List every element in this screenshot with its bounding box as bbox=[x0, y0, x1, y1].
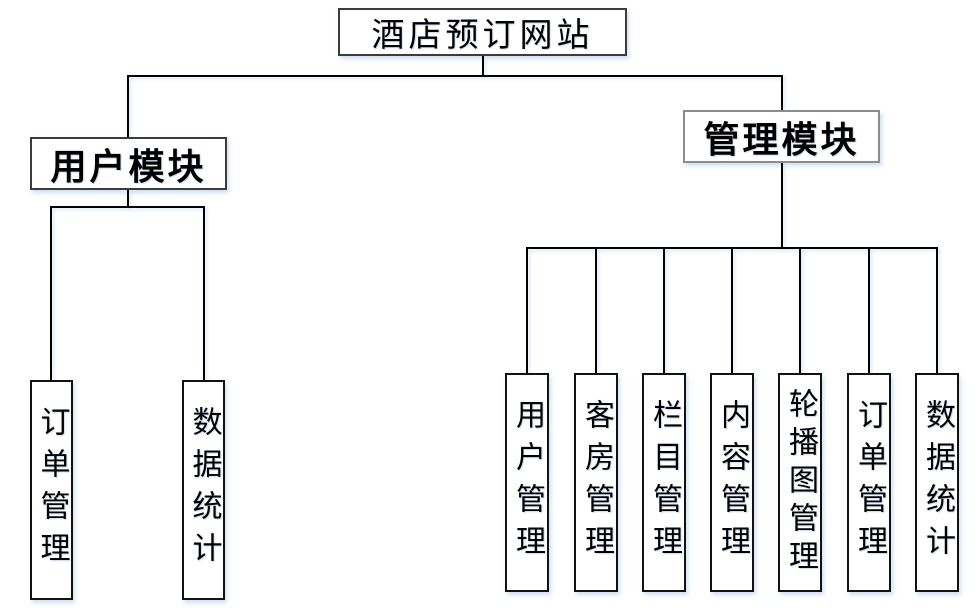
connector-drop-admin-data-statistics bbox=[936, 247, 938, 373]
leaf-label: 订单管理 bbox=[35, 406, 69, 574]
connector-admin-stub bbox=[781, 163, 783, 249]
leaf-label: 轮播图管理 bbox=[784, 387, 817, 578]
user-module-label: 用户模块 bbox=[50, 145, 207, 187]
leaf-label: 内容管理 bbox=[716, 398, 749, 567]
connector-drop-data-statistics bbox=[203, 206, 205, 380]
connector-drop-admin-order-management bbox=[868, 247, 870, 373]
leaf-node-user-order-management: 订单管理 bbox=[30, 380, 73, 600]
connector-drop-user-module bbox=[127, 75, 129, 138]
branch-node-user-module: 用户模块 bbox=[30, 137, 227, 190]
connector-drop-admin-user-management bbox=[526, 247, 528, 373]
branch-node-admin-module: 管理模块 bbox=[683, 110, 880, 163]
root-node-label: 酒店预订网站 bbox=[371, 18, 594, 54]
connector-drop-room-management bbox=[595, 247, 597, 373]
leaf-node-admin-order-management: 订单管理 bbox=[847, 373, 891, 592]
root-node-hotel-booking-website: 酒店预订网站 bbox=[338, 8, 627, 56]
leaf-node-admin-user-management: 用户管理 bbox=[505, 373, 549, 592]
connector-user-stub bbox=[127, 190, 129, 208]
connector-drop-content-management bbox=[731, 247, 733, 373]
leaf-node-content-management: 内容管理 bbox=[710, 373, 754, 592]
leaf-node-user-data-statistics: 数据统计 bbox=[182, 380, 225, 600]
leaf-label: 数据统计 bbox=[187, 406, 221, 574]
leaf-node-carousel-management: 轮播图管理 bbox=[778, 373, 822, 592]
connector-drop-admin-module bbox=[781, 75, 783, 111]
leaf-node-column-management: 栏目管理 bbox=[642, 373, 686, 592]
leaf-label: 栏目管理 bbox=[648, 398, 681, 567]
leaf-label: 用户管理 bbox=[511, 398, 544, 567]
connector-drop-carousel-management bbox=[799, 247, 801, 373]
leaf-node-room-management: 客房管理 bbox=[574, 373, 618, 592]
leaf-node-admin-data-statistics: 数据统计 bbox=[915, 373, 959, 592]
leaf-label: 数据统计 bbox=[921, 398, 954, 567]
connector-user-rail bbox=[50, 206, 205, 208]
connector-drop-order-management bbox=[50, 206, 52, 380]
leaf-label: 客房管理 bbox=[580, 398, 613, 567]
connector-drop-column-management bbox=[663, 247, 665, 373]
connector-main-rail bbox=[127, 75, 783, 77]
admin-module-label: 管理模块 bbox=[703, 118, 860, 160]
connector-root-stub bbox=[482, 56, 484, 76]
leaf-label: 订单管理 bbox=[853, 398, 886, 567]
